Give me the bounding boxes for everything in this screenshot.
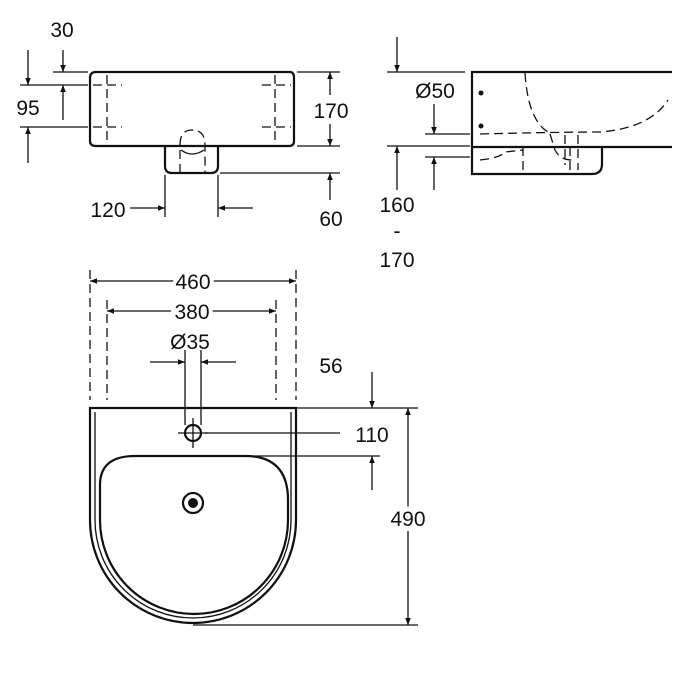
- dim-mounting-width: 380: [174, 301, 209, 324]
- dim-height: 170: [313, 100, 348, 123]
- side-view: Ø50 160 - 170: [379, 37, 672, 272]
- dim-depth: 490: [390, 508, 425, 531]
- dim-range-separator: -: [394, 220, 401, 243]
- dim-drain-diameter: Ø50: [415, 80, 455, 103]
- front-view: 30 95 170 120 60: [16, 19, 348, 231]
- dim-rim-to-bowl: 110: [355, 424, 388, 447]
- dim-drain-height-max: 170: [379, 249, 414, 272]
- dim-overall-width: 460: [175, 271, 210, 294]
- dim-pedestal-height: 60: [319, 208, 342, 231]
- dim-drain-height-min: 160: [379, 194, 414, 217]
- dim-rim-to-tap: 56: [319, 355, 342, 378]
- dim-hole-spacing: 95: [16, 97, 39, 120]
- dim-tap-hole: Ø35: [170, 331, 210, 354]
- top-view: 460 380 Ø35 56 110 490: [88, 267, 431, 626]
- dim-pedestal-width: 120: [90, 199, 125, 222]
- dim-top-offset: 30: [50, 19, 73, 42]
